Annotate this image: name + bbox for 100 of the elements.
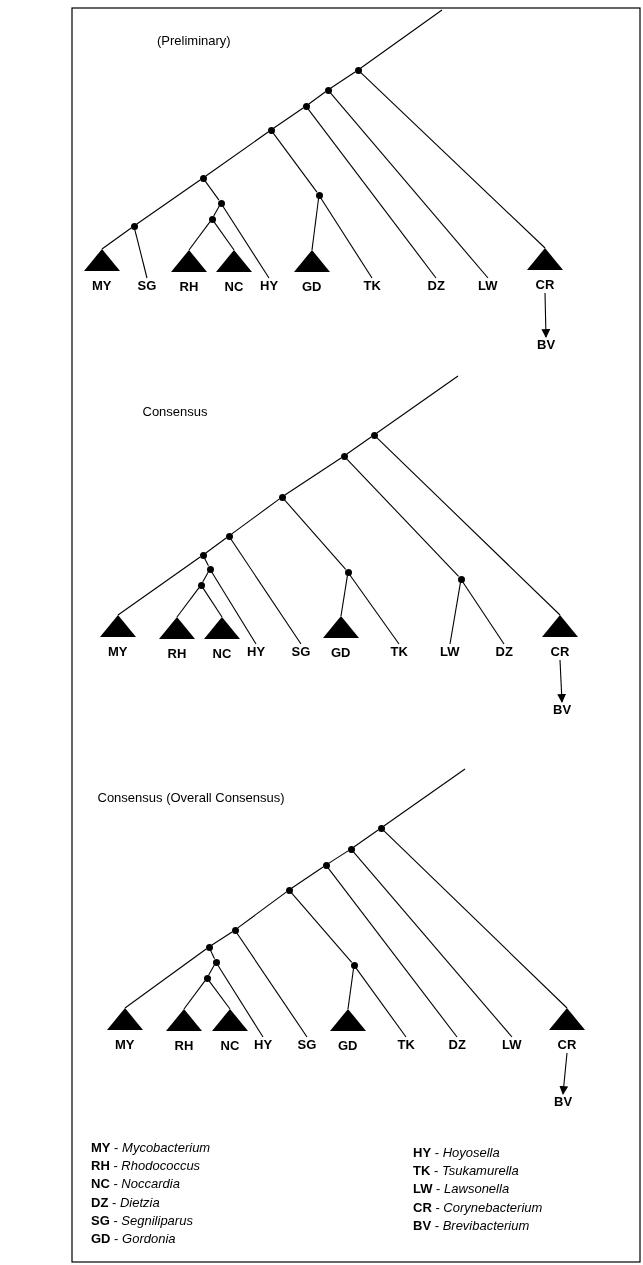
taxon-label: NC — [212, 647, 232, 661]
node-dot — [457, 575, 465, 583]
tree-branch — [205, 131, 269, 177]
taxon-label: LW — [502, 1038, 522, 1052]
taxon-label: DZ — [427, 279, 445, 293]
arrow — [541, 292, 551, 338]
taxon-label: BV — [537, 338, 556, 352]
legend-entry: LW - Lawsonella — [413, 1181, 510, 1196]
tree-branch — [209, 949, 216, 960]
taxon-label: BV — [553, 703, 572, 717]
taxon-label: RH — [167, 647, 187, 661]
tree-branch — [360, 71, 546, 249]
tree-branch — [345, 458, 460, 577]
taxon-label: RH — [174, 1039, 194, 1053]
tree-branch — [211, 931, 233, 946]
node-dot — [285, 886, 293, 894]
node-dot — [199, 551, 207, 559]
tree-branch — [204, 180, 220, 201]
tree-branch — [211, 571, 257, 645]
node-dot — [231, 926, 239, 934]
taxon-label: DZ — [448, 1038, 466, 1052]
node-dot — [203, 974, 211, 982]
legend-entry: HY - Hoyosella — [413, 1145, 500, 1160]
legend-entry: SG - Segniliparus — [91, 1213, 193, 1228]
taxon-label: TK — [397, 1038, 415, 1052]
tree-branch — [208, 980, 231, 1010]
taxon-label: MY — [115, 1038, 135, 1052]
node-dot — [324, 86, 332, 94]
tree-title: Consensus (Overall Consensus) — [97, 790, 285, 806]
tree-branch — [237, 891, 287, 929]
node-dot — [347, 845, 355, 853]
taxon-label: MY — [108, 645, 128, 659]
tree-branch — [230, 538, 302, 645]
node-dot — [350, 961, 358, 969]
tree-branch — [382, 829, 568, 1009]
node-dot — [278, 493, 286, 501]
arrow — [557, 659, 566, 703]
tree-title: Consensus — [142, 404, 208, 420]
tree-branch — [330, 71, 356, 89]
node-dot — [199, 174, 207, 182]
tree-branch — [349, 574, 400, 645]
taxon-label: RH — [179, 280, 199, 294]
tree-branch — [284, 457, 342, 496]
node-dot — [206, 565, 214, 573]
taxon-label: MY — [92, 279, 112, 293]
tree-branch — [462, 581, 505, 645]
tree-title: (Preliminary) — [157, 33, 231, 49]
node-dot — [208, 215, 216, 223]
legend-entry: RH - Rhodococcus — [91, 1158, 201, 1173]
tree-branch — [352, 851, 513, 1038]
tree-branch — [205, 537, 227, 554]
legend-entry: TK - Tsukamurella — [413, 1163, 519, 1178]
node-dot — [377, 824, 385, 832]
node-dot — [205, 943, 213, 951]
tree-branch — [353, 829, 379, 848]
node-dot — [370, 431, 378, 439]
tree-branch — [311, 197, 320, 251]
tree-branch — [383, 768, 466, 827]
tree-branch — [290, 892, 353, 963]
node-dot — [212, 958, 220, 966]
node-dot — [340, 452, 348, 460]
tree-branch — [375, 436, 561, 616]
taxon-label: SG — [291, 645, 311, 659]
tree-branch — [213, 205, 220, 217]
node-dot — [225, 532, 233, 540]
tree-branch — [307, 108, 437, 279]
tree-branch — [308, 91, 326, 105]
tree-branch — [376, 375, 459, 434]
node-dot — [354, 66, 362, 74]
legend-entry: MY - Mycobacterium — [91, 1140, 211, 1155]
taxon-label: LW — [478, 279, 498, 293]
tree-branch — [231, 498, 280, 535]
taxon-label: CR — [550, 645, 570, 659]
tree-branch — [124, 948, 207, 1009]
node-dot — [315, 191, 323, 199]
tree-branch — [291, 866, 324, 889]
node-dot — [322, 861, 330, 869]
taxon-label: DZ — [495, 645, 513, 659]
taxon-label: LW — [440, 645, 460, 659]
tree-branch — [327, 867, 458, 1038]
tree-branch — [283, 499, 347, 570]
taxon-label: CR — [535, 278, 555, 292]
node-dot — [267, 126, 275, 134]
taxon-label: HY — [260, 279, 279, 293]
tree-branch — [347, 967, 355, 1010]
tree-branch — [176, 587, 200, 618]
taxon-label: NC — [224, 280, 244, 294]
tree-branch — [222, 205, 270, 279]
tree-branch — [340, 574, 348, 617]
taxon-label: SG — [297, 1038, 317, 1052]
tree-branch — [183, 980, 206, 1010]
tree-branch — [329, 92, 489, 279]
tree-branch — [188, 221, 211, 251]
legend-entry: DZ - Dietzia — [91, 1195, 160, 1210]
legend-entry: BV - Brevibacterium — [413, 1218, 530, 1233]
node-dot — [302, 102, 310, 110]
tree-branch — [136, 179, 201, 225]
legend-entry: NC - Noccardia — [91, 1176, 180, 1191]
taxon-label: TK — [363, 279, 381, 293]
tree-branch — [273, 107, 304, 129]
